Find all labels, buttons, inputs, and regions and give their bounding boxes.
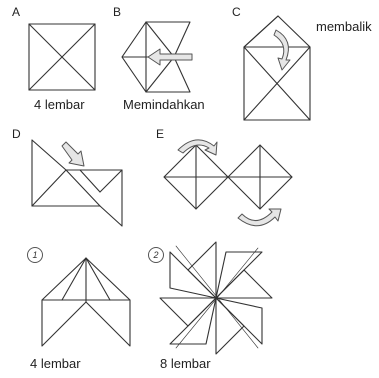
- step-e-letter: E: [156, 127, 165, 141]
- result-2-caption: 8 lembar: [160, 356, 211, 371]
- step-b-letter: B: [113, 5, 122, 19]
- step-b-arrow: [147, 48, 193, 66]
- result-1-marker: 1: [27, 247, 43, 263]
- step-b-shape: [121, 21, 191, 93]
- step-c-caption: membalik: [316, 19, 372, 34]
- result-2-pinwheel: [159, 241, 273, 355]
- step-a-caption: 4 lembar: [34, 97, 85, 112]
- step-c-shape: [243, 15, 311, 121]
- step-e-arrow-top: [177, 139, 218, 156]
- result-1-shape: [41, 257, 131, 347]
- step-b-caption: Memindahkan: [123, 97, 205, 112]
- step-d-arrow: [61, 141, 85, 167]
- result-2-marker: 2: [148, 247, 164, 263]
- step-e-shape: [163, 144, 293, 210]
- result-1-caption: 4 lembar: [30, 356, 81, 371]
- step-c-letter: C: [232, 5, 241, 19]
- step-d-shape: [31, 139, 123, 227]
- step-d-letter: D: [12, 127, 21, 141]
- step-e-arrow-bottom: [237, 208, 282, 227]
- step-a-square: [28, 23, 96, 91]
- step-c-flip-arrow: [273, 29, 291, 71]
- step-a-letter: A: [12, 5, 21, 19]
